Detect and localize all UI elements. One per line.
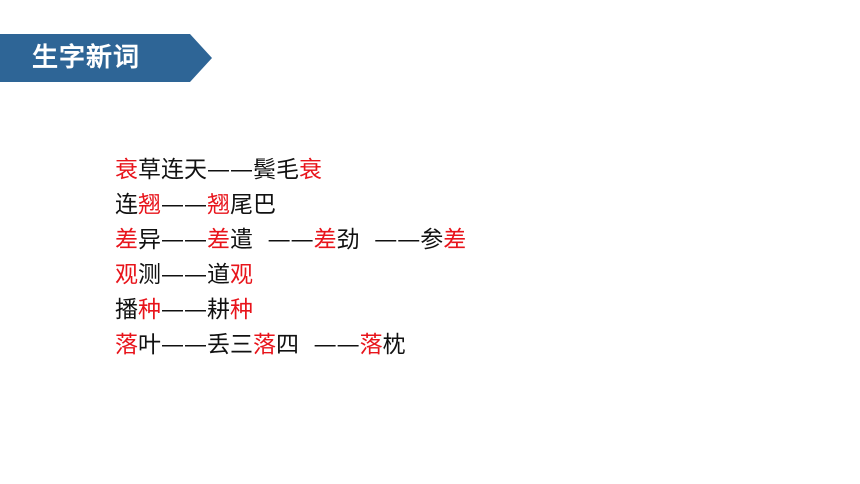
vocabulary-text: 播	[115, 297, 138, 323]
vocabulary-text: 尾巴	[230, 192, 276, 218]
vocabulary-line: 衰草连天——鬓毛衰	[115, 153, 466, 188]
vocabulary-text: 遣 ——	[230, 227, 314, 253]
vocabulary-line: 观测——道观	[115, 258, 466, 293]
vocabulary-line: 差异——差遣 ——差劲 ——参差	[115, 223, 466, 258]
vocabulary-line: 播种——耕种	[115, 293, 466, 328]
vocabulary-text: 枕	[382, 332, 406, 358]
highlighted-character: 种	[230, 297, 253, 323]
vocabulary-list: 衰草连天——鬓毛衰连翘——翘尾巴差异——差遣 ——差劲 ——参差观测——道观播种…	[115, 153, 466, 363]
vocabulary-line: 连翘——翘尾巴	[115, 188, 466, 223]
highlighted-character: 衰	[115, 157, 138, 183]
vocabulary-text: 异——	[138, 227, 207, 253]
title-banner: 生字新词	[0, 34, 212, 82]
highlighted-character: 差	[443, 227, 467, 253]
highlighted-character: 差	[115, 227, 138, 253]
vocabulary-text: 劲 ——参	[336, 227, 444, 253]
slide-title: 生字新词	[32, 43, 141, 73]
highlighted-character: 差	[313, 227, 337, 253]
highlighted-character: 差	[207, 227, 230, 253]
highlighted-character: 观	[115, 262, 138, 288]
highlighted-character: 衰	[299, 157, 322, 183]
highlighted-character: 落	[359, 332, 383, 358]
highlighted-character: 翘	[207, 192, 230, 218]
vocabulary-text: 草连天——鬓毛	[138, 157, 299, 183]
vocabulary-text: ——	[161, 192, 207, 218]
highlighted-character: 种	[138, 297, 161, 323]
vocabulary-text: ——耕	[161, 297, 230, 323]
highlighted-character: 翘	[138, 192, 161, 218]
highlighted-character: 落	[253, 332, 276, 358]
vocabulary-text: 连	[115, 192, 138, 218]
highlighted-character: 观	[230, 262, 253, 288]
vocabulary-line: 落叶——丢三落四 ——落枕	[115, 328, 466, 363]
vocabulary-text: 测——道	[138, 262, 230, 288]
vocabulary-text: 四 ——	[276, 332, 360, 358]
highlighted-character: 落	[115, 332, 138, 358]
vocabulary-text: 叶——丢三	[138, 332, 253, 358]
